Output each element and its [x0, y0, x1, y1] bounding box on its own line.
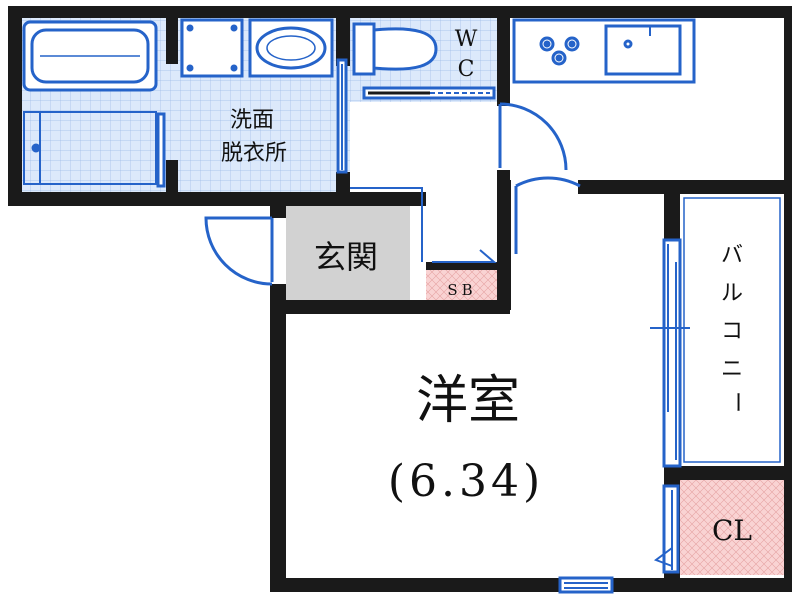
closet-label: CL — [712, 514, 752, 547]
stove-burner-icon — [551, 50, 567, 66]
entrance-label: 玄関 — [314, 238, 378, 276]
stove-burner-icon — [564, 36, 580, 52]
toilet-label-line1: W — [455, 27, 478, 52]
entrance-floor — [286, 203, 410, 301]
shoe-box-label: SB — [447, 281, 476, 299]
kitchen-counter-icon — [512, 18, 696, 84]
shoe-box-floor — [426, 270, 498, 302]
western-room-size: (6.34) — [388, 456, 544, 507]
toilet-label-line2: C — [458, 57, 475, 82]
closet-floor — [680, 480, 784, 575]
stove-burner-icon — [539, 36, 555, 52]
western-room-label: 洋室 — [416, 371, 520, 431]
washroom-label-line2: 脱衣所 — [221, 141, 287, 166]
balcony-char: バ — [721, 243, 743, 268]
balcony-char: ー — [724, 391, 749, 413]
sink-icon — [604, 24, 682, 76]
balcony-label: バ ル コ ニ ー — [721, 243, 749, 413]
washroom-label-line1: 洗面 — [230, 108, 274, 133]
fixtures — [22, 18, 781, 594]
balcony-char: コ — [721, 319, 743, 344]
balcony-char: ニ — [721, 357, 743, 382]
toilet-icon — [352, 22, 438, 76]
balcony-char: ル — [721, 281, 743, 306]
